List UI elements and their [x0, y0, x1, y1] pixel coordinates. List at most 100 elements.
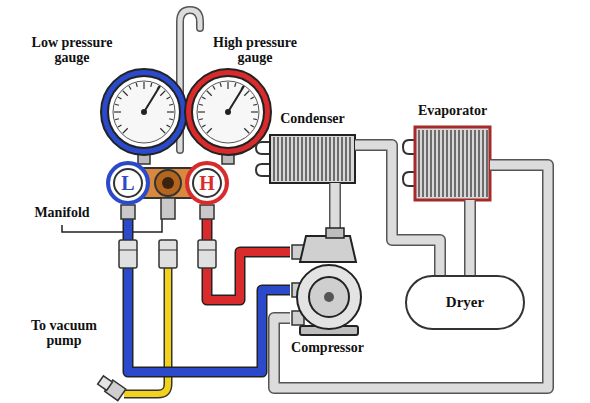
pipe: [470, 200, 471, 275]
gauge-tick: [167, 111, 174, 112]
port-fittings: [119, 198, 216, 268]
pipe: [335, 183, 336, 228]
compressor-drawing: [292, 228, 361, 335]
manifold-valve-center: [162, 177, 174, 189]
fin: [341, 137, 342, 181]
gauge-tick: [244, 91, 249, 96]
connector-core: [207, 205, 290, 300]
fin: [486, 130, 487, 197]
gauge-tick: [202, 125, 205, 127]
fin: [450, 130, 451, 197]
fin: [281, 137, 282, 181]
fin: [309, 137, 310, 181]
vacuum-fitting: [97, 374, 126, 400]
evaporator: Evaporator: [415, 127, 490, 200]
gauge-tick: [251, 97, 254, 99]
gauge-label: Low pressure gauge: [20, 35, 124, 66]
gauge-tick: [167, 125, 170, 127]
hose: [128, 205, 290, 372]
gauge-label: High pressure gauge: [203, 35, 307, 66]
condenser: Condenser: [270, 135, 355, 183]
fin: [434, 130, 435, 197]
fin: [422, 130, 423, 197]
gauge-tick: [169, 119, 173, 120]
part-heading: Compressor: [291, 340, 364, 355]
valve-knob: L: [106, 161, 150, 205]
fin: [446, 130, 447, 197]
fin: [458, 130, 459, 197]
connector-core: [355, 145, 440, 275]
fin: [345, 137, 346, 181]
fin: [337, 137, 338, 181]
fin: [462, 130, 463, 197]
gauge-tick: [123, 91, 128, 96]
fin: [313, 137, 314, 181]
fin: [333, 137, 334, 181]
fin: [317, 137, 318, 181]
gauge-tick: [198, 111, 205, 112]
gauge-tick: [118, 97, 121, 99]
fin: [482, 130, 483, 197]
gauge-tick: [129, 86, 131, 89]
gauge-tick: [115, 119, 119, 120]
pipe: [355, 145, 440, 275]
manifold-label: Manifold: [22, 205, 102, 220]
gauge-tick: [136, 83, 137, 87]
part-heading: Evaporator: [418, 103, 487, 118]
evaporator-coil: [403, 127, 490, 200]
fin: [301, 137, 302, 181]
part-heading: Condenser: [280, 111, 345, 126]
fin: [426, 130, 427, 197]
gauge-tick: [151, 83, 152, 87]
connector-core: [274, 165, 548, 388]
manifold-valve: [155, 170, 181, 196]
condenser-coil: [256, 135, 355, 183]
gauge-tick: [227, 82, 228, 89]
fin: [470, 130, 471, 197]
gauge-tick: [213, 86, 215, 89]
gauge-tick: [118, 125, 121, 127]
gauge-tick: [207, 128, 212, 133]
fin: [478, 130, 479, 197]
connector-core: [331, 183, 340, 228]
gauge-tick: [251, 125, 254, 127]
pipe: [274, 165, 548, 388]
gauge-tick: [169, 104, 173, 105]
fin: [430, 130, 431, 197]
node-text: L: [121, 172, 134, 194]
gauge-tick: [167, 97, 170, 99]
pump-label: To vacuum pump: [22, 318, 106, 349]
gauge-tick: [253, 104, 257, 105]
valve-knob: H: [185, 161, 229, 205]
node-text: Dryer: [446, 294, 484, 311]
gauge-tick: [115, 104, 119, 105]
gauge-tick: [199, 119, 203, 120]
fin: [277, 137, 278, 181]
low-pressure-gauge: [101, 69, 187, 155]
connector-outline: [329, 183, 341, 228]
gauge-tick: [160, 91, 165, 96]
gauge-tick: [123, 128, 128, 133]
fin: [305, 137, 306, 181]
dryer: Dryer: [405, 275, 525, 330]
gauge-tick: [202, 97, 205, 99]
connector-outline: [464, 200, 476, 275]
gauge-tick: [160, 128, 165, 133]
fin: [285, 137, 286, 181]
fin: [418, 130, 419, 197]
fin: [297, 137, 298, 181]
fin: [466, 130, 467, 197]
connector-core: [466, 200, 475, 275]
fin: [454, 130, 455, 197]
connector-outline: [355, 145, 440, 275]
gauge-tick: [235, 83, 236, 87]
fin: [438, 130, 439, 197]
gauge-tick: [220, 83, 221, 87]
fin: [349, 137, 350, 181]
node-text: H: [199, 172, 215, 194]
connector-outline: [128, 205, 290, 372]
fin: [289, 137, 290, 181]
gauge-tick: [143, 82, 144, 89]
gauge-tick: [251, 111, 258, 112]
